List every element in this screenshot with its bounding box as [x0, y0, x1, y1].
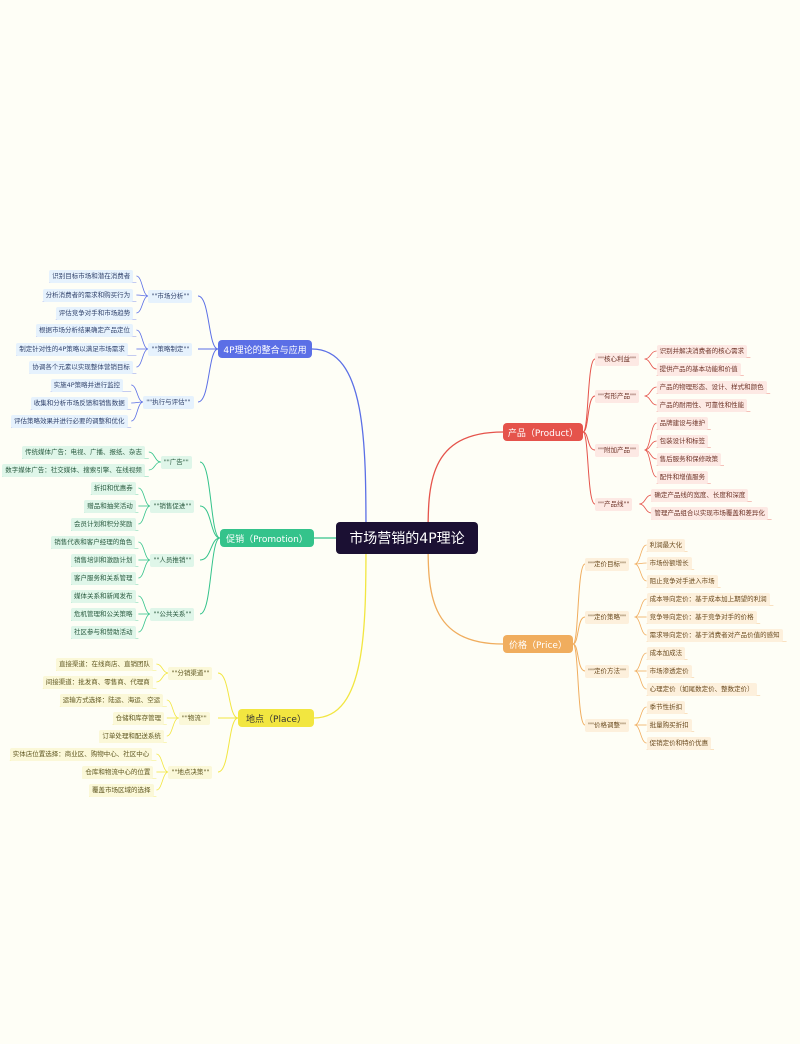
- leaf-integration-2-0[interactable]: 实施4P策略并进行监控: [50, 378, 124, 392]
- subtopic-place-2[interactable]: ""地点决策"": [168, 765, 213, 779]
- leaf-integration-1-2[interactable]: 协调各个元素以实现整体营销目标: [29, 360, 133, 374]
- leaf-integration-1-1[interactable]: 制定针对性的4P策略以满足市场需求: [16, 342, 128, 356]
- leaf-product-3-1[interactable]: 管理产品组合以实现市场覆盖和差异化: [651, 506, 768, 520]
- branch-promotion[interactable]: 促销（Promotion）: [220, 529, 314, 547]
- subtopic-price-2[interactable]: ""定价方法"": [585, 664, 629, 678]
- leaf-promotion-1-0[interactable]: 折扣和优惠券: [90, 481, 136, 495]
- leaf-place-1-0[interactable]: 运输方式选择：陆运、海运、空运: [59, 693, 164, 707]
- leaf-price-0-1[interactable]: 市场份额增长: [646, 556, 692, 570]
- leaf-price-3-0[interactable]: 季节性折扣: [646, 700, 686, 714]
- subtopic-promotion-1[interactable]: ""销售促进"": [150, 499, 195, 513]
- branch-place[interactable]: 地点（Place）: [238, 709, 314, 727]
- subtopic-product-2[interactable]: ""附加产品"": [595, 443, 639, 457]
- leaf-place-2-1[interactable]: 仓库和物流中心的位置: [82, 765, 154, 779]
- leaf-price-1-0[interactable]: 成本导向定价：基于成本加上期望的利润: [646, 592, 770, 606]
- leaf-product-1-1[interactable]: 产品的耐用性、可靠性和性能: [656, 398, 748, 412]
- leaf-promotion-2-0[interactable]: 销售代表和客户经理的角色: [51, 535, 136, 549]
- leaf-promotion-3-2[interactable]: 社区参与和赞助活动: [71, 625, 136, 639]
- leaf-product-2-0[interactable]: 品牌建设与维护: [656, 416, 709, 430]
- leaf-price-0-2[interactable]: 阻止竞争对手进入市场: [646, 574, 718, 588]
- leaf-place-0-0[interactable]: 直接渠道：在线商店、直销团队: [56, 657, 153, 671]
- leaf-integration-0-1[interactable]: 分析消费者的需求和购买行为: [42, 288, 134, 302]
- subtopic-integration-1[interactable]: ""策略制定"": [148, 342, 193, 356]
- subtopic-integration-2[interactable]: ""执行与评估"": [143, 395, 194, 409]
- leaf-integration-1-0[interactable]: 根据市场分析结果确定产品定位: [36, 323, 133, 337]
- leaf-promotion-3-1[interactable]: 危机管理和公关策略: [71, 607, 136, 621]
- subtopic-price-1[interactable]: ""定价策略"": [585, 610, 629, 624]
- subtopic-place-0[interactable]: ""分销渠道"": [168, 666, 213, 680]
- subtopic-product-1[interactable]: ""有形产品"": [595, 389, 639, 403]
- leaf-product-3-0[interactable]: 确定产品线的宽度、长度和深度: [651, 488, 749, 502]
- leaf-integration-0-0[interactable]: 识别目标市场和潜在消费者: [49, 269, 134, 283]
- leaf-price-3-2[interactable]: 促销定价和特价优惠: [646, 736, 712, 750]
- subtopic-promotion-3[interactable]: ""公共关系"": [150, 607, 195, 621]
- subtopic-price-3[interactable]: ""价格调整"": [585, 718, 629, 732]
- leaf-promotion-1-2[interactable]: 会员计划和积分奖励: [71, 517, 136, 531]
- branch-product[interactable]: 产品（Product）: [503, 423, 583, 441]
- leaf-place-1-2[interactable]: 订单处理和配送系统: [99, 729, 164, 743]
- branch-integration[interactable]: 4P理论的整合与应用: [218, 340, 312, 358]
- leaf-promotion-3-0[interactable]: 媒体关系和新闻发布: [71, 589, 136, 603]
- leaf-place-2-2[interactable]: 覆盖市场区域的选择: [89, 783, 154, 797]
- leaf-price-3-1[interactable]: 批量购买折扣: [646, 718, 692, 732]
- leaf-price-0-0[interactable]: 利润最大化: [646, 538, 686, 552]
- leaf-product-2-3[interactable]: 配件和增值服务: [656, 470, 709, 484]
- subtopic-price-0[interactable]: ""定价目标"": [585, 557, 629, 571]
- leaf-product-2-2[interactable]: 售后服务和保修政策: [656, 452, 722, 466]
- leaf-promotion-1-1[interactable]: 赠品和抽奖活动: [84, 499, 136, 513]
- leaf-place-2-0[interactable]: 实体店位置选择：商业区、购物中心、社区中心: [9, 747, 153, 761]
- leaf-integration-0-2[interactable]: 评估竞争对手和市场趋势: [55, 306, 134, 320]
- leaf-price-2-0[interactable]: 成本加成法: [646, 646, 686, 660]
- leaf-integration-2-2[interactable]: 评估策略效果并进行必要的调整和优化: [11, 414, 128, 428]
- leaf-promotion-0-0[interactable]: 传统媒体广告：电视、广播、报纸、杂志: [22, 445, 145, 459]
- leaf-price-2-2[interactable]: 心理定价（如尾数定价、整数定价）: [646, 682, 757, 696]
- leaf-product-0-1[interactable]: 提供产品的基本功能和价值: [656, 362, 741, 376]
- leaf-price-1-1[interactable]: 竞争导向定价：基于竞争对手的价格: [646, 610, 757, 624]
- subtopic-promotion-0[interactable]: ""广告"": [160, 455, 192, 469]
- leaf-price-1-2[interactable]: 需求导向定价：基于消费者对产品价值的感知: [646, 628, 783, 642]
- leaf-product-1-0[interactable]: 产品的物理形态、设计、样式和颜色: [656, 380, 767, 394]
- subtopic-place-1[interactable]: ""物流"": [178, 711, 210, 725]
- leaf-place-1-1[interactable]: 仓储和库存管理: [112, 711, 165, 725]
- leaf-place-0-1[interactable]: 间接渠道：批发商、零售商、代理商: [42, 675, 153, 689]
- branch-price[interactable]: 价格（Price）: [503, 635, 573, 653]
- leaf-promotion-2-2[interactable]: 客户服务和关系管理: [71, 571, 136, 585]
- leaf-product-2-1[interactable]: 包装设计和标签: [656, 434, 709, 448]
- subtopic-product-0[interactable]: ""核心利益"": [595, 352, 639, 366]
- leaf-integration-2-1[interactable]: 收集和分析市场反馈和销售数据: [30, 396, 128, 410]
- subtopic-promotion-2[interactable]: ""人员推销"": [150, 553, 195, 567]
- central-topic[interactable]: 市场营销的4P理论: [336, 522, 478, 554]
- leaf-product-0-0[interactable]: 识别并解决消费者的核心需求: [656, 344, 748, 358]
- subtopic-product-3[interactable]: ""产品线"": [595, 497, 633, 511]
- leaf-promotion-0-1[interactable]: 数字媒体广告：社交媒体、搜索引擎、在线视频: [2, 463, 145, 477]
- leaf-promotion-2-1[interactable]: 销售培训和激励计划: [71, 553, 136, 567]
- subtopic-integration-0[interactable]: ""市场分析"": [148, 289, 193, 303]
- leaf-price-2-1[interactable]: 市场渗透定价: [646, 664, 692, 678]
